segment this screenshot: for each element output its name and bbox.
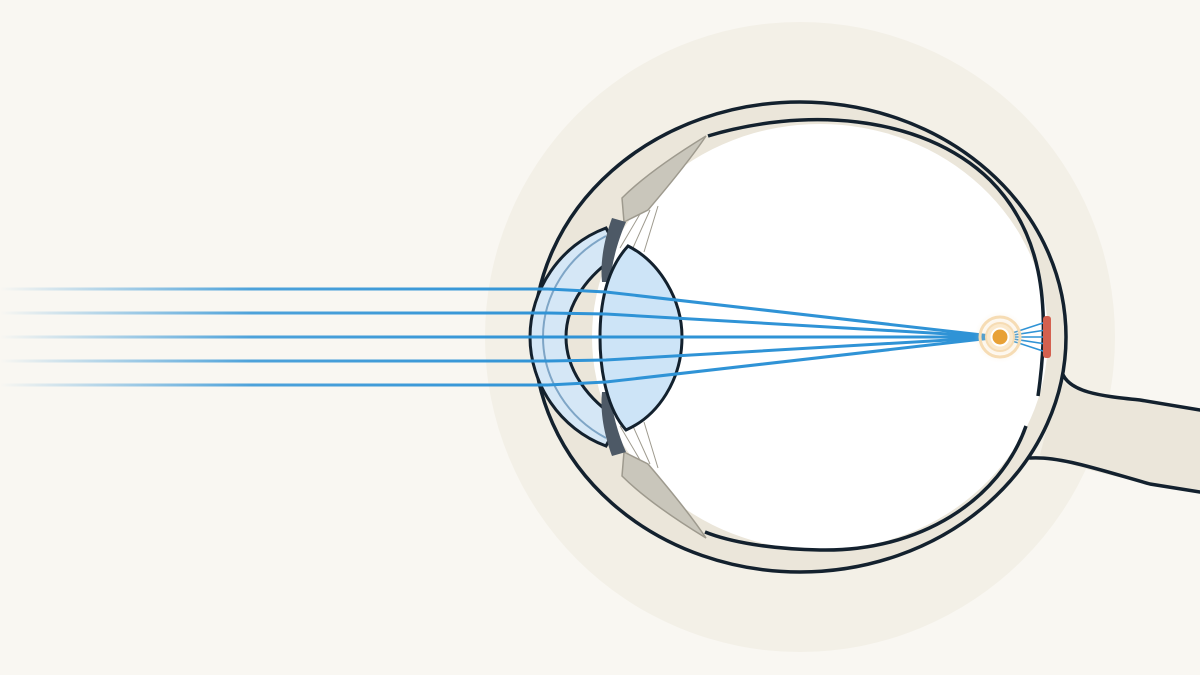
ciliary-body-lower [621, 450, 707, 539]
light-rays [0, 287, 1047, 387]
ray-5 [0, 335, 1001, 387]
zonule-fibers-upper [619, 205, 659, 253]
focal-dot [990, 327, 1010, 347]
retina-outline-upper [707, 117, 1046, 397]
fovea-marker [1043, 316, 1051, 358]
focal-ring-outer [978, 315, 1022, 359]
ray-1 [0, 287, 1001, 339]
zonule-fibers-lower [619, 421, 659, 469]
ray-4 [0, 335, 1001, 363]
optic-nerve-upper-edge [1060, 370, 1200, 412]
iris-upper [601, 218, 626, 282]
cornea [528, 226, 622, 448]
iris-lower [601, 392, 626, 456]
ciliary-body-upper [621, 135, 707, 224]
retina-outline-lower [704, 425, 1028, 552]
ray-2 [0, 311, 1001, 339]
focal-point [974, 311, 1026, 363]
optic-nerve-lower-edge [1028, 456, 1200, 494]
